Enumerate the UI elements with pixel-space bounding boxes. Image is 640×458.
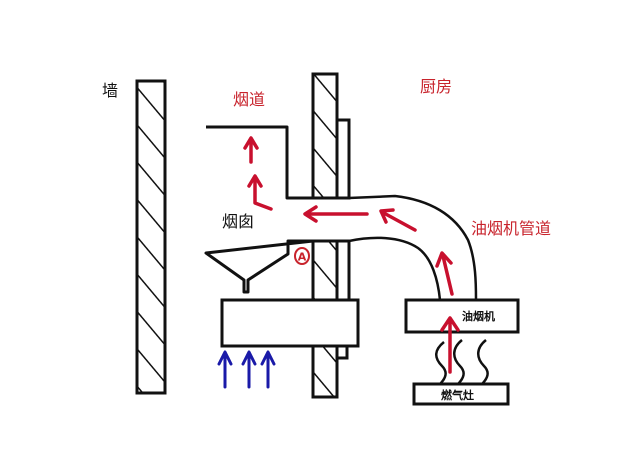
wall-label: 墙 <box>102 81 118 100</box>
chimney-label: 烟囱 <box>222 212 254 231</box>
chimney-body <box>204 125 315 294</box>
arrow-duct-horizontal <box>303 205 369 223</box>
smoke-squiggles <box>435 339 489 385</box>
arrow-chimney-bend <box>247 174 273 211</box>
marker-a-label: A <box>298 251 307 264</box>
exhaust-arrows <box>243 136 460 374</box>
marker-a: A <box>294 247 310 265</box>
gas-stove-box <box>412 382 510 406</box>
arrow-stove-to-hood <box>440 316 460 374</box>
range-hood-box <box>404 298 520 334</box>
range-hood-label: 油烟机 <box>462 309 495 323</box>
arrow-chimney-up <box>243 136 259 164</box>
hood-duct-outline-top <box>348 194 478 301</box>
arrow-duct-curve <box>379 208 417 232</box>
left-wall <box>135 79 167 395</box>
hood-duct-outline-bottom <box>348 236 442 301</box>
updraft-arrows <box>217 350 276 389</box>
base-box <box>220 298 360 348</box>
gas-stove-label: 燃气灶 <box>440 388 474 402</box>
center-wall <box>311 72 351 399</box>
kitchen-label: 厨房 <box>420 77 452 96</box>
flue-label: 烟道 <box>233 90 265 109</box>
hood-duct-label: 油烟机管道 <box>471 219 551 238</box>
arrow-hood-duct-up <box>435 251 454 296</box>
